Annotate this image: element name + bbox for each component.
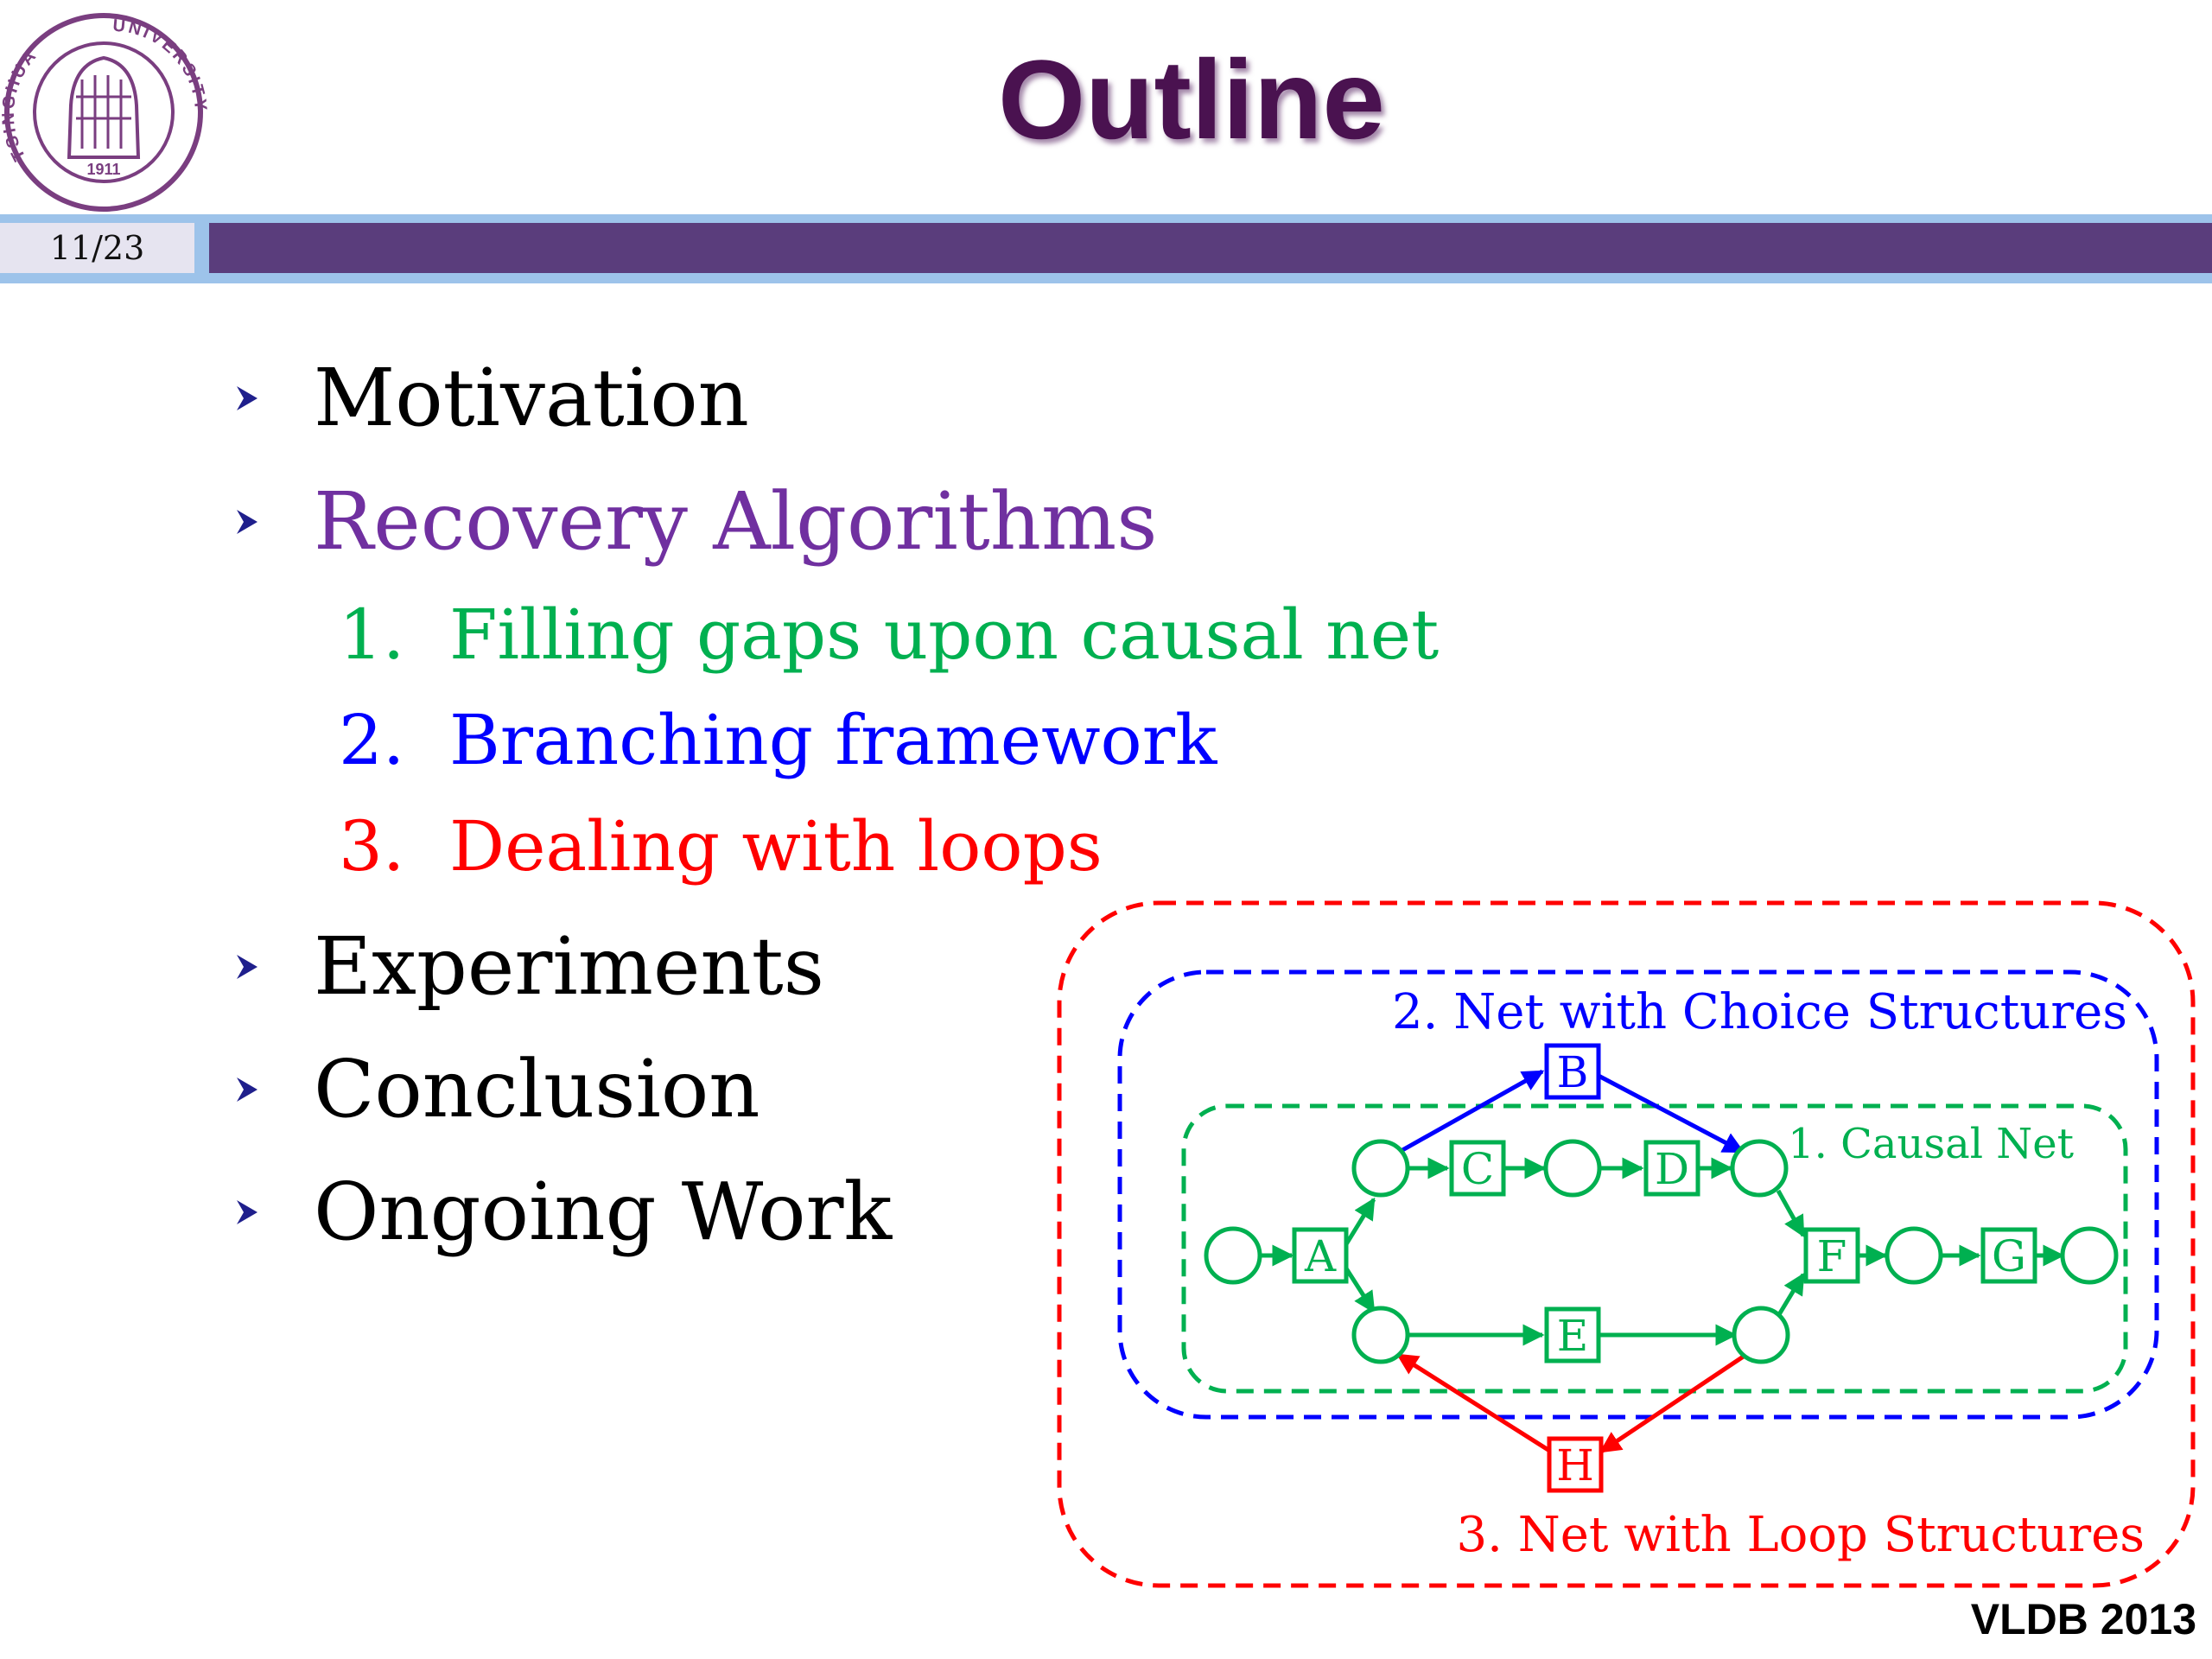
petri-net-diagram: 2. Net with Choice Structures 1. Causal … [1057,900,2196,1588]
choice-region-border [1117,969,2159,1420]
transition-label-C: C [1461,1144,1494,1194]
place [1351,1306,1410,1364]
outline-subitem: 1. Filling gaps upon causal net [339,601,1439,670]
transition-F [1803,1227,1860,1284]
subitem-label: Dealing with loops [449,806,1103,887]
outline-subitem: 3. Dealing with loops [339,812,1103,881]
chevron-right-icon [237,1077,257,1102]
transition-C [1449,1140,1506,1197]
region-label-causal: 1. Causal Net [1788,1120,2074,1168]
conference-footer: VLDB 2013 [1970,1595,2196,1643]
outline-item: Experiments [232,927,824,1007]
outline-item-label: Ongoing Work [314,1166,893,1258]
subitem-label: Filling gaps upon causal net [449,594,1440,675]
place [1351,1139,1410,1198]
chevron-right-icon [237,386,257,410]
outline-item-label: Motivation [314,352,749,444]
chevron-right-icon [237,955,257,979]
transition-B [1544,1043,1601,1100]
place [1732,1306,1790,1364]
place [1543,1139,1602,1198]
region-label-loop: 3. Net with Loop Structures [1457,1507,2145,1563]
subitem-label: Branching framework [449,700,1217,780]
chevron-right-icon [237,510,257,534]
place [1730,1139,1789,1198]
transition-D [1643,1140,1700,1197]
transition-label-F: F [1817,1231,1847,1281]
place [1885,1226,1943,1285]
transition-label-D: D [1655,1144,1689,1194]
subitem-number: 1. [339,594,405,675]
svg-text:UNIVERSITY: UNIVERSITY [112,16,207,114]
transition-H [1547,1436,1604,1493]
outline-item: Ongoing Work [232,1173,892,1252]
outline-item-label: Experiments [314,920,824,1013]
page-number: 11/23 [0,223,194,273]
logo-ring-text-right: UNIVERSITY [112,16,207,114]
transition-label-A: A [1304,1231,1337,1281]
transition-E [1544,1306,1601,1363]
subitem-number: 3. [339,806,405,887]
transition-G [1980,1227,2037,1284]
chevron-right-icon [237,1200,257,1224]
subitem-number: 2. [339,700,405,780]
transition-label-H: H [1556,1440,1594,1491]
outline-item: Motivation [232,359,749,438]
outline-item-label: Conclusion [314,1043,760,1135]
outline-item: Conclusion [232,1050,760,1129]
outline-subitem: 2. Branching framework [339,706,1217,775]
tsinghua-logo: TSINGHUA UNIVERSITY 1911 [0,13,207,212]
transition-label-E: E [1557,1311,1589,1361]
logo-year: 1911 [86,161,120,178]
header-bar [209,223,2212,273]
transition-label-B: B [1557,1047,1589,1097]
outline-item: Recovery Algorithms [232,482,1157,562]
slide-title: Outline [998,36,1385,162]
loop-region-border [1057,900,2196,1588]
place [1204,1226,1262,1285]
region-label-choice: 2. Net with Choice Structures [1392,984,2127,1040]
outline-item-label: Recovery Algorithms [314,475,1158,568]
place [2060,1226,2119,1285]
transition-label-G: G [1992,1231,2026,1281]
transition-A [1292,1227,1349,1284]
